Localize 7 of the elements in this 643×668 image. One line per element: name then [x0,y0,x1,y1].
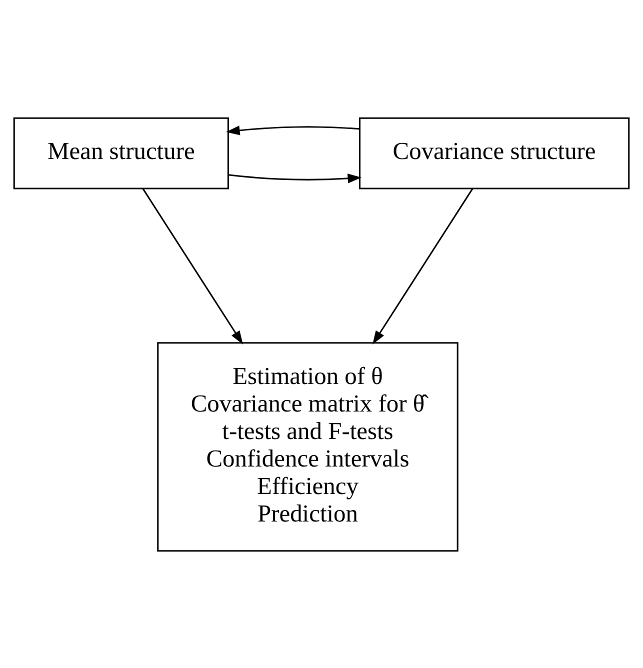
arrow [226,125,360,135]
node-box: Covariance structure [358,116,630,189]
node-box: Mean structure [13,116,229,189]
arrow [228,173,362,183]
node-box: Estimation of θ Covariance matrix for θ̂ t-tests and F-tests Confidence intervals Efficiency Prediction [157,342,458,552]
arrow [142,188,243,344]
arrow [372,188,474,344]
